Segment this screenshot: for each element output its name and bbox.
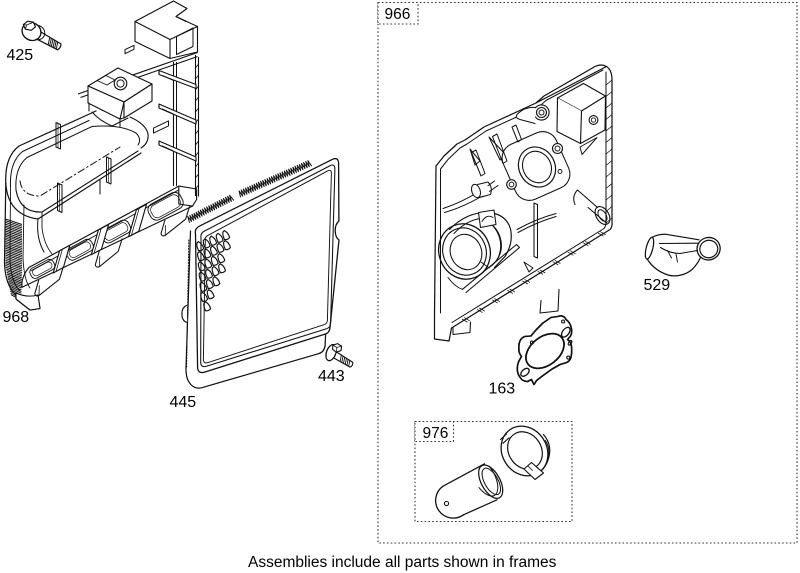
svg-text:425: 425 (7, 47, 34, 64)
svg-text:968: 968 (3, 309, 30, 326)
svg-text:443: 443 (318, 368, 345, 385)
svg-text:966: 966 (385, 6, 411, 23)
svg-text:Assemblies include all parts s: Assemblies include all parts shown in fr… (248, 554, 557, 571)
svg-text:976: 976 (423, 425, 449, 442)
svg-text:163: 163 (489, 381, 516, 398)
svg-text:529: 529 (644, 277, 671, 294)
svg-text:445: 445 (170, 394, 197, 411)
